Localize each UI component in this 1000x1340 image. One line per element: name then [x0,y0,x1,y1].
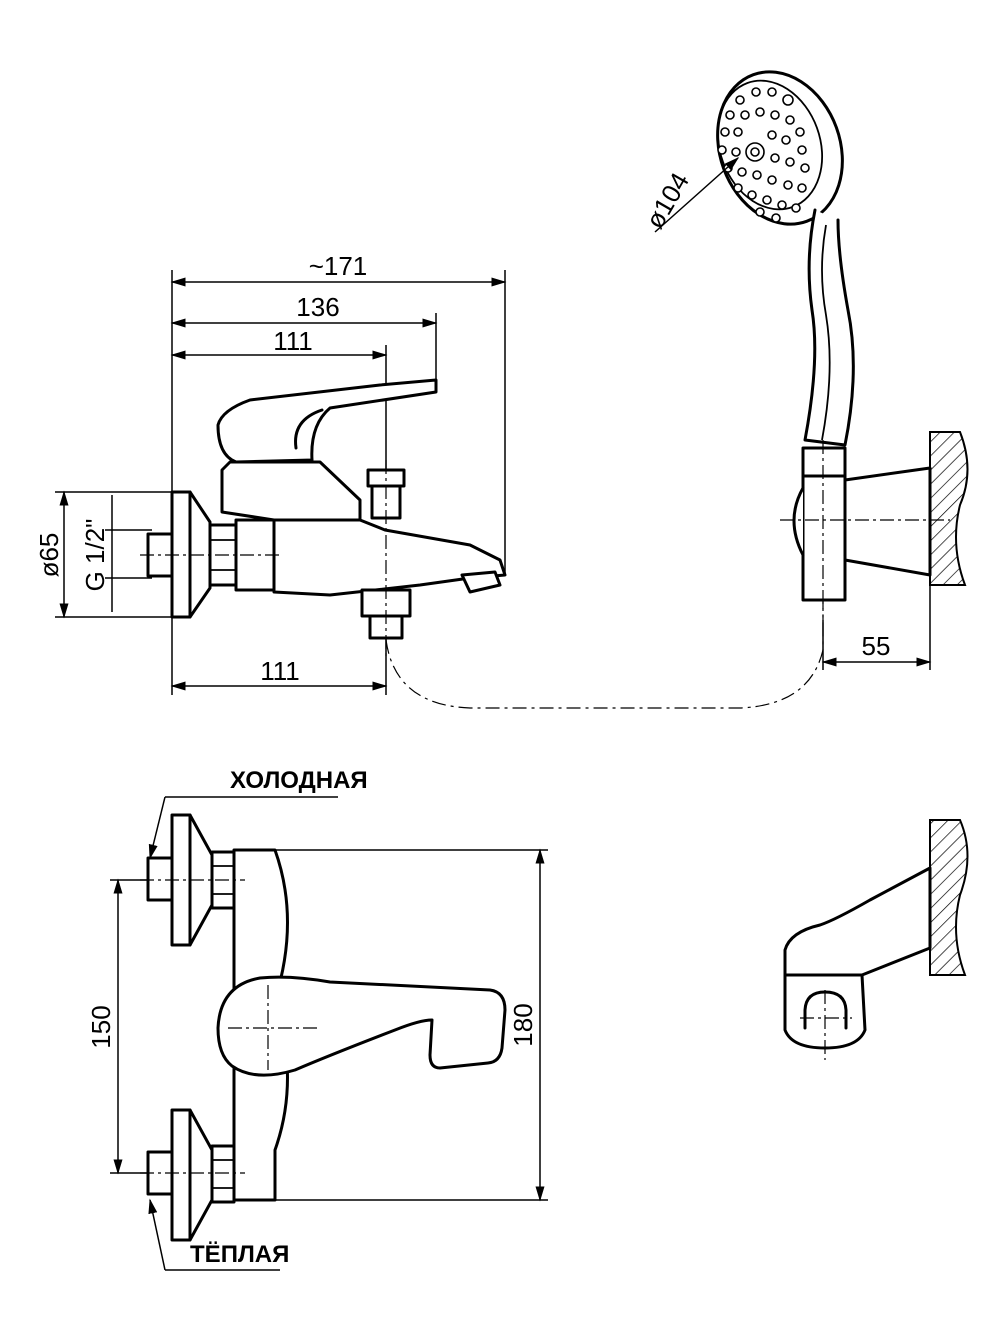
hand-shower: ø104 55 [639,70,969,670]
mixer-side-view: ~171 136 111 111 ø65 G 1/2" [34,251,507,695]
wall-hatch-bottom [929,819,969,976]
dim-label-111-top: 111 [273,326,313,356]
label-warm: ТЁПЛАЯ [190,1241,289,1268]
dim-label-g12: G 1/2" [80,519,110,592]
holder-top-view [783,819,969,1060]
dim-label-65: ø65 [34,533,64,578]
hose [385,600,824,709]
dim-label-171: ~171 [309,251,368,281]
dim-label-136: 136 [296,292,339,322]
dim-label-111-bottom: 111 [260,656,300,686]
label-cold: ХОЛОДНАЯ [230,767,368,794]
mixer-top-view: ХОЛОДНАЯ 150 180 [86,767,548,1271]
dim-line-104 [654,157,740,233]
dim-label-55: 55 [862,631,891,661]
wall-hatch-top [929,431,969,586]
dim-label-104: ø104 [639,167,695,233]
dim-label-150: 150 [86,1005,116,1048]
dim-label-180: 180 [508,1003,538,1046]
